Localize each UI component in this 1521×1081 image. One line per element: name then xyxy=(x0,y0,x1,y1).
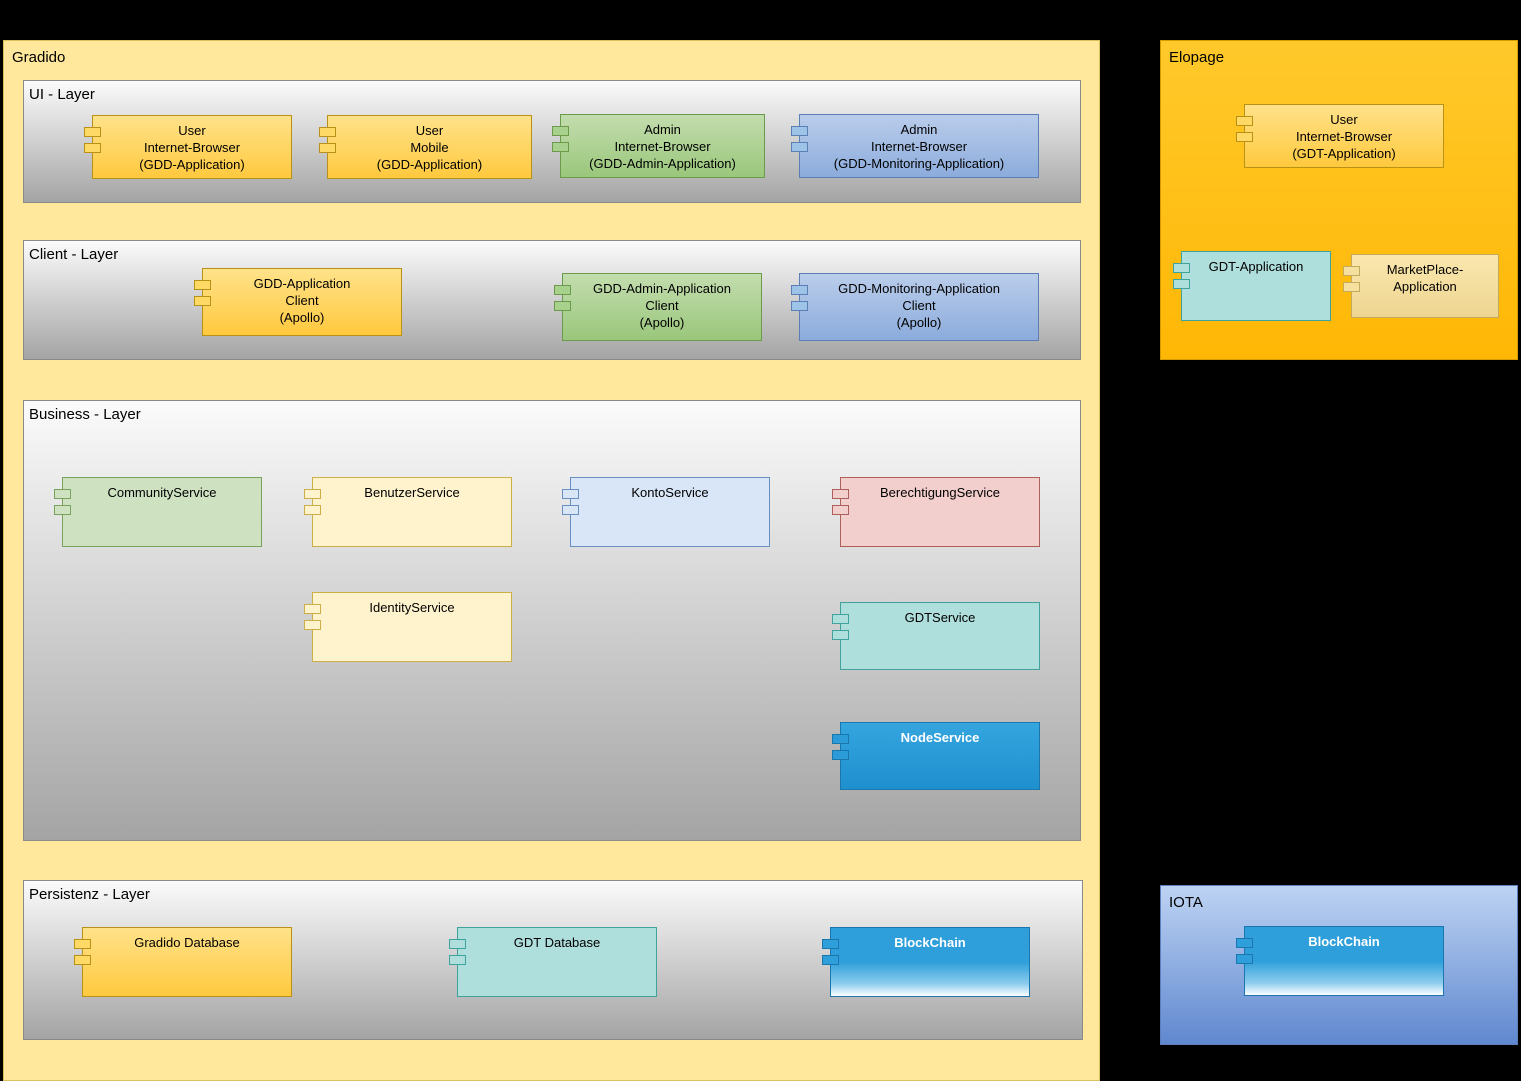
component-tab-icon xyxy=(832,734,849,744)
component-label: Gradido Database xyxy=(134,935,240,950)
component-tab-icon xyxy=(562,505,579,515)
component-tab-icon xyxy=(194,280,211,290)
elopage-container: Elopage User Internet-Browser (GDT-Appli… xyxy=(1160,40,1518,360)
component-gdd-application-client[interactable]: GDD-Application Client (Apollo) xyxy=(194,268,402,336)
component-label: IdentityService xyxy=(369,600,455,615)
component-tab-icon xyxy=(554,285,571,295)
component-community-service[interactable]: CommunityService xyxy=(54,477,262,547)
component-label: NodeService xyxy=(900,730,980,745)
component-tab-icon xyxy=(449,939,466,949)
component-konto-service[interactable]: KontoService xyxy=(562,477,770,547)
component-label: CommunityService xyxy=(107,485,217,500)
component-tab-icon xyxy=(84,127,101,137)
component-tab-icon xyxy=(1173,279,1190,289)
component-label: GDT-Application xyxy=(1208,259,1304,274)
component-tab-icon xyxy=(449,955,466,965)
component-identity-service[interactable]: IdentityService xyxy=(304,592,512,662)
ui-layer: UI - Layer User Internet-Browser (GDD-Ap… xyxy=(23,80,1081,203)
component-tab-icon xyxy=(832,489,849,499)
component-label: GDD-Application Client (Apollo) xyxy=(253,276,351,325)
component-tab-icon xyxy=(791,126,808,136)
component-admin-internet-browser-gdd-admin[interactable]: Admin Internet-Browser (GDD-Admin-Applic… xyxy=(552,114,765,178)
component-tab-icon xyxy=(1236,954,1253,964)
component-label: User Internet-Browser (GDD-Application) xyxy=(139,123,245,172)
component-tab-icon xyxy=(832,750,849,760)
component-label: GDD-Admin-Application Client (Apollo) xyxy=(593,281,731,330)
component-blockchain-persistenz[interactable]: BlockChain xyxy=(822,927,1030,997)
component-tab-icon xyxy=(304,489,321,499)
persistenz-layer-title: Persistenz - Layer xyxy=(29,886,150,903)
component-tab-icon xyxy=(832,630,849,640)
component-label: GDTService xyxy=(904,610,976,625)
component-blockchain-iota[interactable]: BlockChain xyxy=(1236,926,1444,996)
component-user-internet-browser-gdd[interactable]: User Internet-Browser (GDD-Application) xyxy=(84,115,292,179)
component-label: KontoService xyxy=(631,485,709,500)
component-tab-icon xyxy=(554,301,571,311)
component-benutzer-service[interactable]: BenutzerService xyxy=(304,477,512,547)
component-tab-icon xyxy=(194,296,211,306)
iota-container: IOTA BlockChain xyxy=(1160,885,1518,1045)
component-label: User Internet-Browser (GDT-Application) xyxy=(1292,112,1396,161)
component-label: BlockChain xyxy=(1308,934,1380,949)
client-layer-title: Client - Layer xyxy=(29,246,119,263)
component-tab-icon xyxy=(832,614,849,624)
component-tab-icon xyxy=(54,489,71,499)
component-label: BlockChain xyxy=(894,935,966,950)
component-tab-icon xyxy=(304,604,321,614)
component-label: Admin Internet-Browser (GDD-Monitoring-A… xyxy=(833,122,1005,171)
component-tab-icon xyxy=(552,142,569,152)
component-tab-icon xyxy=(304,505,321,515)
component-tab-icon xyxy=(1236,132,1253,142)
component-tab-icon xyxy=(74,939,91,949)
component-label: BerechtigungService xyxy=(880,485,1000,500)
business-layer-title: Business - Layer xyxy=(29,406,141,423)
component-tab-icon xyxy=(791,285,808,295)
component-user-internet-browser-gdt[interactable]: User Internet-Browser (GDT-Application) xyxy=(1236,104,1444,168)
component-tab-icon xyxy=(1173,263,1190,273)
component-tab-icon xyxy=(562,489,579,499)
component-user-mobile-gdd[interactable]: User Mobile (GDD-Application) xyxy=(319,115,532,179)
component-tab-icon xyxy=(552,126,569,136)
component-gdd-monitoring-application-client[interactable]: GDD-Monitoring-Application Client (Apoll… xyxy=(791,273,1039,341)
component-label: BenutzerService xyxy=(364,485,460,500)
component-tab-icon xyxy=(822,955,839,965)
ui-layer-title: UI - Layer xyxy=(29,86,95,103)
component-tab-icon xyxy=(319,143,336,153)
component-tab-icon xyxy=(304,620,321,630)
component-gdt-service[interactable]: GDTService xyxy=(832,602,1040,670)
component-gdt-database[interactable]: GDT Database xyxy=(449,927,657,997)
component-tab-icon xyxy=(84,143,101,153)
iota-title: IOTA xyxy=(1169,894,1203,911)
component-tab-icon xyxy=(791,142,808,152)
gradido-container: Gradido UI - Layer User Internet-Browser… xyxy=(3,40,1100,1081)
component-gdt-application[interactable]: GDT-Application xyxy=(1173,251,1331,321)
component-label: GDD-Monitoring-Application Client (Apoll… xyxy=(838,281,1000,330)
component-tab-icon xyxy=(791,301,808,311)
component-marketplace-application[interactable]: MarketPlace- Application xyxy=(1343,254,1499,318)
component-tab-icon xyxy=(1236,938,1253,948)
component-admin-internet-browser-gdd-monitoring[interactable]: Admin Internet-Browser (GDD-Monitoring-A… xyxy=(791,114,1039,178)
component-label: MarketPlace- Application xyxy=(1386,262,1464,294)
component-tab-icon xyxy=(822,939,839,949)
component-node-service[interactable]: NodeService xyxy=(832,722,1040,790)
persistenz-layer: Persistenz - Layer Gradido Database GDT … xyxy=(23,880,1083,1040)
component-tab-icon xyxy=(1236,116,1253,126)
component-gradido-database[interactable]: Gradido Database xyxy=(74,927,292,997)
component-gdd-admin-application-client[interactable]: GDD-Admin-Application Client (Apollo) xyxy=(554,273,762,341)
component-label: Admin Internet-Browser (GDD-Admin-Applic… xyxy=(589,122,736,171)
component-tab-icon xyxy=(54,505,71,515)
component-tab-icon xyxy=(74,955,91,965)
business-layer: Business - Layer CommunityService Benutz… xyxy=(23,400,1081,841)
gradido-title: Gradido xyxy=(12,49,66,66)
component-berechtigung-service[interactable]: BerechtigungService xyxy=(832,477,1040,547)
component-label: User Mobile (GDD-Application) xyxy=(376,123,483,172)
elopage-title: Elopage xyxy=(1169,49,1225,66)
component-tab-icon xyxy=(832,505,849,515)
component-tab-icon xyxy=(319,127,336,137)
component-label: GDT Database xyxy=(513,935,601,950)
component-tab-icon xyxy=(1343,266,1360,276)
component-tab-icon xyxy=(1343,282,1360,292)
client-layer: Client - Layer GDD-Application Client (A… xyxy=(23,240,1081,360)
